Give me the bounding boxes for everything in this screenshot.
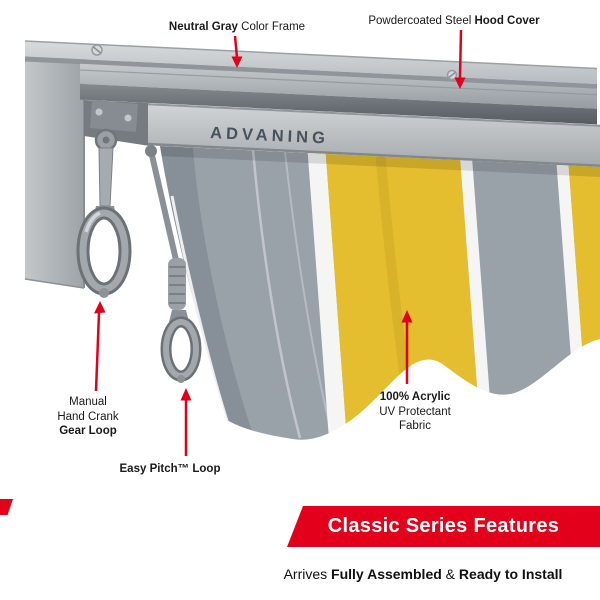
- screw-icon: [446, 69, 458, 81]
- footer-pre: Arrives: [283, 566, 332, 582]
- callout-fabric-line1: 100% Acrylic: [379, 391, 451, 403]
- callout-fabric: 100% Acrylic UV Protectant Fabric: [355, 390, 475, 434]
- callout-frame-rest: Color Frame: [237, 21, 306, 33]
- callout-hood-rest: Powdercoated Steel: [368, 15, 475, 27]
- valance-white-binding: [225, 339, 600, 446]
- callout-gear-loop: Manual Hand Crank Gear Loop: [28, 395, 148, 439]
- footer-amp: &: [441, 566, 459, 582]
- callout-easy-pitch-loop: Easy Pitch™ Loop: [110, 462, 230, 477]
- banner-title: Classic Series Features: [327, 515, 560, 537]
- callout-crank-line3: Gear Loop: [59, 425, 117, 437]
- footer-ready-to-install: Ready to Install: [458, 566, 563, 582]
- arrow-easy-pitch-loop: [180, 388, 192, 456]
- callout-hood-cover: Powdercoated Steel Hood Cover: [354, 14, 554, 29]
- callout-pitch-text: Easy Pitch™ Loop: [119, 463, 221, 475]
- advaning-logo: ADVANING: [210, 124, 329, 148]
- classic-series-banner: Classic Series Features: [287, 506, 600, 547]
- arrow-neutral-gray-frame: [231, 35, 243, 68]
- side-panel: [24, 43, 85, 289]
- callout-neutral-gray-frame: Neutral Gray Color Frame: [137, 20, 337, 35]
- screw-icon: [91, 44, 103, 56]
- callout-fabric-line2: UV Protectant: [379, 405, 451, 418]
- easy-pitch-hardware: [145, 145, 202, 383]
- arrow-fabric: [401, 310, 413, 384]
- callout-crank-line1: Manual: [69, 396, 107, 408]
- spring: [168, 258, 186, 310]
- arrow-hood-cover: [454, 29, 466, 89]
- footer-fully-assembled: Fully Assembled: [331, 566, 442, 582]
- brand-bar: ADVANING: [147, 103, 600, 168]
- callout-hood-bold: Hood Cover: [474, 15, 540, 27]
- callout-fabric-line3: Fabric: [399, 420, 431, 432]
- arrow-gear-loop: [94, 301, 106, 392]
- callout-crank-line2: Hand Crank: [57, 410, 119, 423]
- callout-frame-bold: Neutral Gray: [168, 21, 238, 33]
- footer-note: Arrives Fully Assembled & Ready to Insta…: [246, 566, 600, 582]
- gear-loop-hardware: [76, 100, 138, 298]
